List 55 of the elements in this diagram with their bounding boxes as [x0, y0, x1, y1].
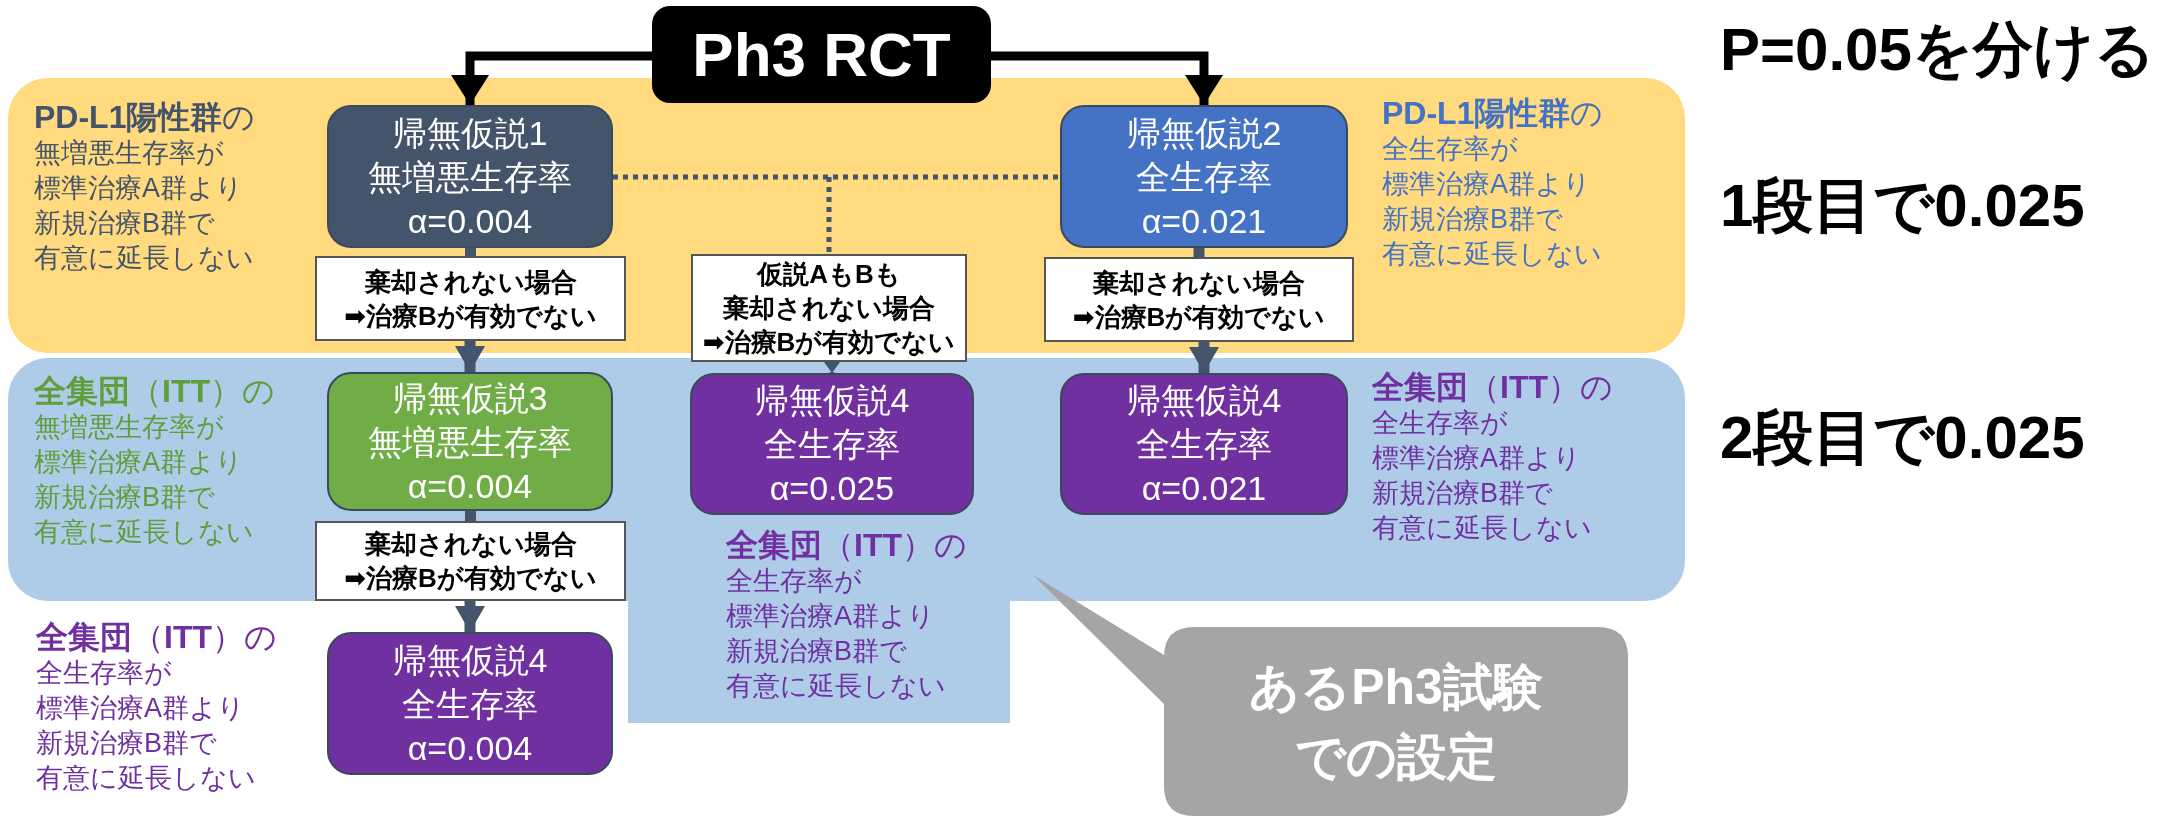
- group-description: 有意に延長しない: [726, 670, 946, 703]
- connector-line: [465, 248, 476, 256]
- condition-box: 仮説AもBも 棄却されない場合 ➡治療Bが有効でない: [691, 254, 967, 362]
- group-band: [8, 358, 1685, 601]
- dotted-connector: [824, 362, 840, 373]
- group-description: 新規治療B群で: [36, 727, 217, 760]
- title-box: Ph3 RCT: [652, 6, 991, 103]
- group-description: 標準治療A群より: [36, 692, 245, 725]
- connector-line: [465, 511, 476, 521]
- group-heading: 全集団（ITT）の: [1372, 368, 1613, 406]
- hypothesis-box: 帰無仮説1 無増悪生存率 α=0.004: [327, 105, 613, 248]
- group-description: 有意に延長しない: [34, 242, 254, 275]
- stage-note: P=0.05を分ける: [1720, 15, 2155, 85]
- group-description: 有意に延長しない: [1372, 512, 1592, 545]
- hypothesis-box: 帰無仮説3 無増悪生存率 α=0.004: [327, 372, 613, 511]
- group-description: 無増悪生存率が: [34, 137, 224, 170]
- hypothesis-box: 帰無仮説4 全生存率 α=0.021: [1060, 373, 1348, 515]
- group-description: 全生存率が: [36, 657, 172, 690]
- connector-line: [1193, 248, 1205, 257]
- group-description: 全生存率が: [1372, 407, 1508, 440]
- group-description: 新規治療B群で: [1372, 477, 1553, 510]
- group-heading: 全集団（ITT）の: [34, 372, 275, 410]
- group-description: 有意に延長しない: [34, 516, 254, 549]
- arrow: [991, 51, 1223, 105]
- group-description: 標準治療A群より: [726, 600, 935, 633]
- group-description: 標準治療A群より: [34, 172, 243, 205]
- group-heading: PD-L1陽性群の: [34, 98, 256, 136]
- group-description: 新規治療B群で: [1382, 203, 1563, 236]
- arrow: [455, 341, 485, 372]
- arrow: [451, 51, 652, 105]
- condition-box: 棄却されない場合 ➡治療Bが有効でない: [315, 256, 626, 341]
- group-description: 標準治療A群より: [34, 446, 243, 479]
- hypothesis-box: 帰無仮説4 全生存率 α=0.004: [327, 632, 613, 775]
- group-description: 無増悪生存率が: [34, 411, 224, 444]
- group-heading: 全集団（ITT）の: [36, 618, 277, 656]
- condition-box: 棄却されない場合 ➡治療Bが有効でない: [315, 521, 626, 601]
- callout-bubble: あるPh3試験での設定: [1033, 575, 1628, 816]
- stage-note: 2段目で0.025: [1720, 403, 2085, 473]
- group-description: 有意に延長しない: [36, 762, 256, 795]
- hypothesis-box: 帰無仮説4 全生存率 α=0.025: [690, 373, 974, 515]
- group-heading: 全集団（ITT）の: [726, 526, 967, 564]
- group-description: 全生存率が: [1382, 133, 1518, 166]
- group-description: 新規治療B群で: [34, 481, 215, 514]
- group-description: 有意に延長しない: [1382, 238, 1602, 271]
- stage-note: 1段目で0.025: [1720, 171, 2085, 241]
- arrow: [455, 601, 485, 632]
- group-description: 標準治療A群より: [1372, 442, 1581, 475]
- arrow: [1189, 342, 1219, 373]
- condition-box: 棄却されない場合 ➡治療Bが有効でない: [1044, 257, 1354, 342]
- group-description: 新規治療B群で: [34, 207, 215, 240]
- group-description: 標準治療A群より: [1382, 168, 1591, 201]
- group-heading: PD-L1陽性群の: [1382, 94, 1604, 132]
- hypothesis-box: 帰無仮説2 全生存率 α=0.021: [1060, 105, 1348, 248]
- group-description: 新規治療B群で: [726, 635, 907, 668]
- group-description: 全生存率が: [726, 565, 862, 598]
